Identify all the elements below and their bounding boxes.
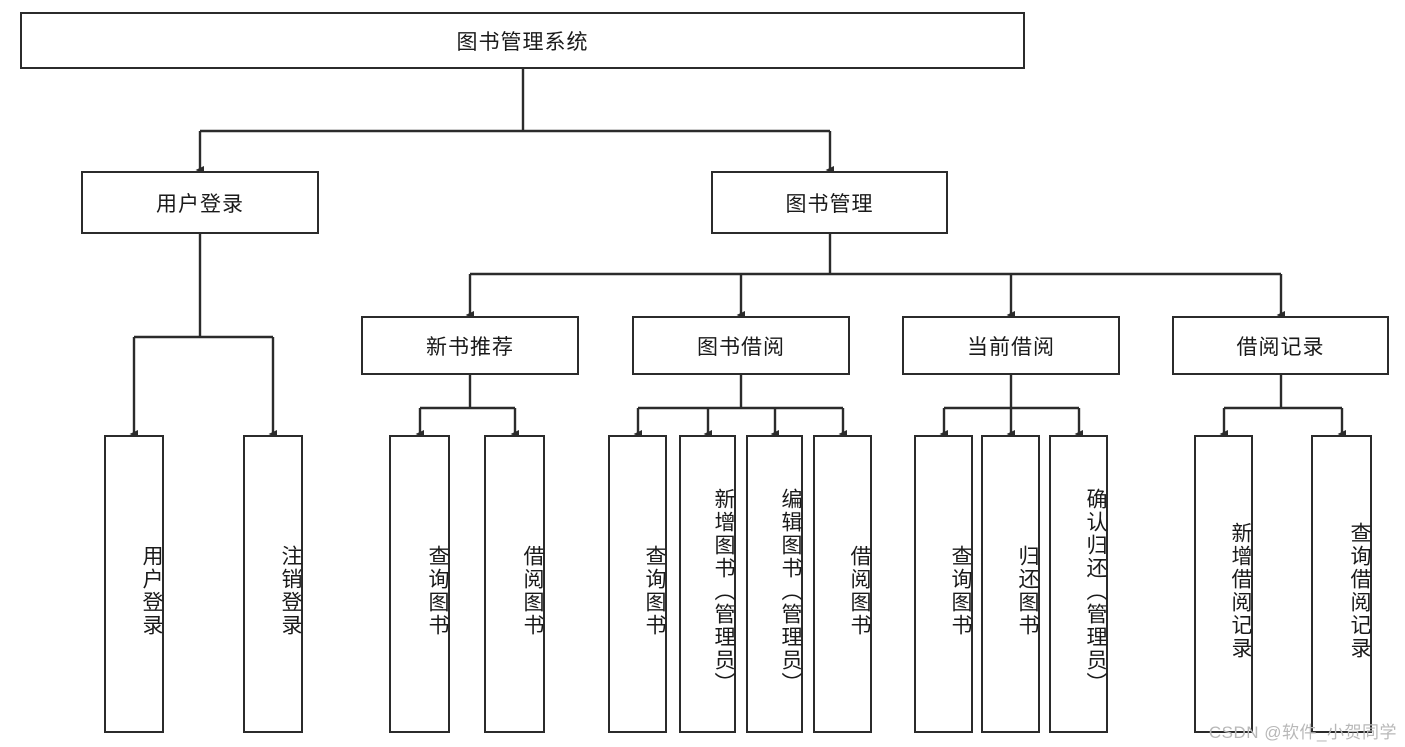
- node-root[interactable]: 图书管理系统: [20, 12, 1025, 69]
- node-leaf-query-book-3-label: 查询图书: [949, 545, 972, 637]
- watermark-label: CSDN @软件_小贺同学: [1208, 723, 1397, 742]
- node-root-label: 图书管理系统: [456, 30, 589, 54]
- node-leaf-add-record-label: 新增借阅记录: [1229, 522, 1252, 660]
- node-leaf-query-book-2-label: 查询图书: [643, 545, 666, 637]
- node-leaf-query-book-1-label: 查询图书: [426, 545, 449, 637]
- node-leaf-confirm-return-label: 确认归还（管理员）: [1084, 487, 1107, 695]
- node-leaf-add-book[interactable]: 新增图书（管理员）: [679, 435, 736, 733]
- node-leaf-borrow-book-2[interactable]: 借阅图书: [813, 435, 872, 733]
- node-leaf-edit-book[interactable]: 编辑图书（管理员）: [746, 435, 803, 733]
- node-current-borrow-label: 当前借阅: [967, 335, 1055, 359]
- node-leaf-query-book-2[interactable]: 查询图书: [608, 435, 667, 733]
- node-leaf-edit-book-label: 编辑图书（管理员）: [779, 487, 802, 695]
- node-book-manage-label: 图书管理: [785, 192, 874, 216]
- node-current-borrow[interactable]: 当前借阅: [902, 316, 1120, 375]
- node-leaf-borrow-book-1[interactable]: 借阅图书: [484, 435, 545, 733]
- node-leaf-logout-label: 注销登录: [279, 545, 302, 637]
- node-leaf-query-record-label: 查询借阅记录: [1348, 522, 1371, 660]
- node-leaf-borrow-book-2-label: 借阅图书: [848, 545, 871, 637]
- node-leaf-user-login[interactable]: 用户登录: [104, 435, 164, 733]
- node-borrow-record[interactable]: 借阅记录: [1172, 316, 1389, 375]
- node-leaf-user-login-label: 用户登录: [140, 545, 163, 637]
- node-leaf-query-record[interactable]: 查询借阅记录: [1311, 435, 1372, 733]
- node-book-borrow[interactable]: 图书借阅: [632, 316, 850, 375]
- node-leaf-return-book-label: 归还图书: [1016, 545, 1039, 637]
- node-user-login[interactable]: 用户登录: [81, 171, 319, 234]
- node-leaf-confirm-return[interactable]: 确认归还（管理员）: [1049, 435, 1108, 733]
- node-leaf-add-record[interactable]: 新增借阅记录: [1194, 435, 1253, 733]
- node-leaf-logout[interactable]: 注销登录: [243, 435, 303, 733]
- node-leaf-add-book-label: 新增图书（管理员）: [712, 487, 735, 695]
- node-book-manage[interactable]: 图书管理: [711, 171, 948, 234]
- node-leaf-query-book-3[interactable]: 查询图书: [914, 435, 973, 733]
- node-leaf-query-book-1[interactable]: 查询图书: [389, 435, 450, 733]
- node-leaf-borrow-book-1-label: 借阅图书: [521, 545, 544, 637]
- node-new-book-rec-label: 新书推荐: [426, 335, 514, 359]
- node-book-borrow-label: 图书借阅: [697, 335, 785, 359]
- node-borrow-record-label: 借阅记录: [1236, 335, 1325, 359]
- node-leaf-return-book[interactable]: 归还图书: [981, 435, 1040, 733]
- node-user-login-label: 用户登录: [156, 192, 244, 216]
- node-new-book-rec[interactable]: 新书推荐: [361, 316, 579, 375]
